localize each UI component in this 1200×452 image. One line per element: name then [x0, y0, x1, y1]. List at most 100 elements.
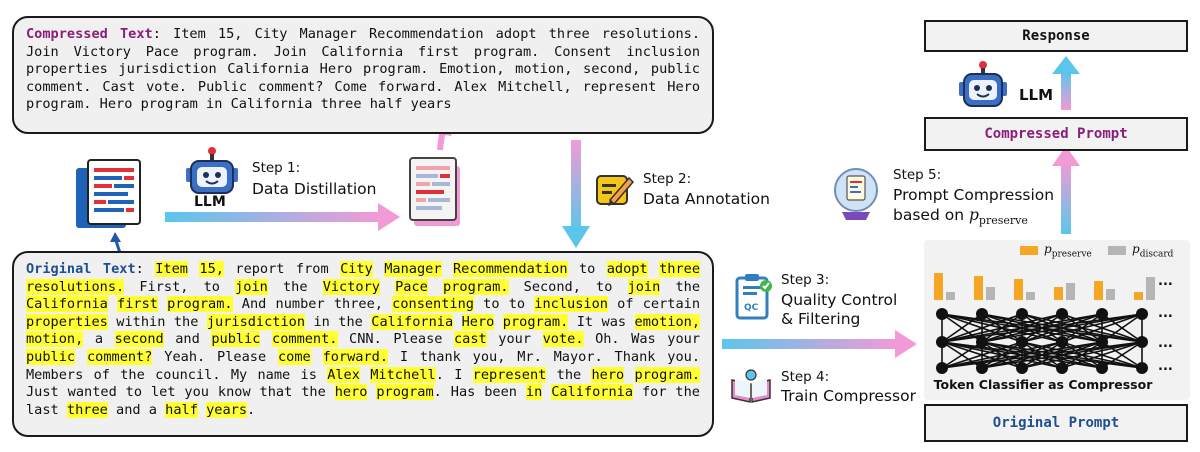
- plain-text: [108, 296, 117, 312]
- bar-discard: [1146, 277, 1155, 300]
- plain-text: [158, 296, 167, 312]
- network-node: [1096, 362, 1108, 374]
- step1-name: Data Distillation: [252, 180, 377, 198]
- network-edge: [981, 341, 1143, 369]
- bar-discard: [946, 291, 955, 300]
- highlighted-token: City: [340, 261, 373, 277]
- compressed-text-label: Compressed Text: [26, 26, 153, 42]
- plain-text: to to: [473, 296, 535, 313]
- plain-text: [542, 384, 551, 400]
- plain-text: Yeah. Please: [152, 348, 278, 365]
- prompt-compression-globe-icon: [832, 166, 880, 222]
- classifier-caption: Token Classifier as Compressor: [933, 377, 1153, 392]
- highlighted-token: represent: [472, 366, 547, 383]
- highlighted-token: Victory: [322, 278, 380, 295]
- plain-text: [648, 261, 659, 277]
- step5-name-line1: Prompt Compression: [893, 186, 1055, 204]
- highlighted-token: cast: [454, 331, 487, 348]
- compressed-text-box: Compressed Text: Item 15, City Manager R…: [12, 16, 714, 134]
- highlighted-token: California: [26, 296, 108, 313]
- bar-preserve: [1054, 286, 1063, 300]
- highlighted-token: half: [165, 401, 198, 418]
- bar-preserve: [974, 276, 983, 300]
- bar-preserve: [1094, 281, 1103, 300]
- plain-text: [494, 314, 502, 330]
- network-node: [936, 336, 948, 348]
- plain-text: in the: [305, 313, 372, 330]
- plain-text: . Has been: [433, 384, 526, 401]
- legend-discard-label: pdiscard: [1132, 242, 1174, 260]
- plain-text: and: [163, 331, 212, 348]
- network-edge: [941, 341, 1023, 369]
- network-edge: [941, 313, 1023, 343]
- highlighted-token: program.: [167, 296, 233, 313]
- bar-preserve: [934, 272, 943, 300]
- arrow-classifier-to-compressed: [1052, 146, 1080, 234]
- bar-discard: [1066, 282, 1075, 300]
- highlighted-token: jurisdiction: [206, 313, 306, 330]
- arrow-compressed-to-response: [1052, 56, 1080, 110]
- original-text-label: Original Text: [26, 261, 136, 277]
- plain-text: the: [546, 366, 592, 383]
- network-edge: [981, 313, 1143, 343]
- legend-preserve-swatch: [1020, 246, 1038, 255]
- highlighted-token: in: [525, 384, 543, 401]
- step2-name: Data Annotation: [643, 190, 770, 208]
- plain-text: [198, 402, 206, 418]
- highlighted-token: vote.: [542, 331, 584, 348]
- step4-name: Train Compressor: [781, 387, 916, 405]
- plain-text: [428, 279, 443, 295]
- highlighted-token: three: [659, 261, 700, 277]
- arrow-step3-4: [722, 330, 917, 358]
- highlighted-token: adopt: [606, 261, 648, 277]
- highlighted-token: 15,: [199, 261, 224, 277]
- highlighted-token: properties: [26, 313, 108, 330]
- plain-text: [442, 261, 453, 277]
- bar-chart: [930, 262, 1162, 300]
- distilled-document-icon: [408, 154, 464, 230]
- highlighted-token: motion,: [26, 331, 84, 348]
- token-classifier-panel: ppreserve pdiscard ... ... ... ... Token…: [924, 240, 1190, 400]
- highlighted-token: come: [277, 348, 311, 365]
- network-edge: [941, 341, 1063, 369]
- network-edge: [1061, 341, 1143, 369]
- highlighted-token: program.: [502, 313, 569, 330]
- qc-icon-text: QC: [744, 303, 759, 313]
- document-stack-icon: [74, 158, 144, 230]
- step1-llm-label: LLM: [194, 194, 226, 210]
- plain-text: [624, 367, 634, 383]
- highlighted-token: hero: [334, 384, 368, 401]
- step3-name-line2: & Filtering: [781, 310, 861, 328]
- legend-preserve-label: ppreserve: [1044, 242, 1092, 260]
- network-edge: [1101, 313, 1143, 343]
- highlighted-token: Alex: [327, 366, 360, 383]
- step1-title: Step 1:: [252, 160, 301, 176]
- network-edge: [1061, 313, 1143, 343]
- highlighted-token: inclusion: [534, 296, 608, 313]
- network-node: [1096, 336, 1108, 348]
- quality-control-clipboard-icon: QC: [734, 272, 774, 322]
- step2-title: Step 2:: [643, 171, 692, 187]
- plain-text: [75, 349, 87, 365]
- robot-icon: LLM: [182, 146, 242, 214]
- plain-text: [380, 279, 395, 295]
- network-edge: [941, 313, 983, 343]
- bar-discard: [1106, 288, 1115, 300]
- plain-text: And number three,: [232, 296, 393, 313]
- network-edge: [941, 313, 1143, 343]
- plain-text: of certain: [607, 296, 700, 313]
- bars-ellipsis: ...: [1158, 274, 1173, 289]
- highlighted-token: join: [627, 278, 661, 295]
- highlighted-token: hero: [591, 366, 625, 383]
- highlighted-token: program.: [634, 366, 701, 383]
- network-node: [936, 308, 948, 320]
- plain-text: .: [247, 401, 256, 418]
- net-ellipsis-mid: ...: [1158, 336, 1173, 351]
- compressed-text-body: Item 15, City Manager Recommendation ado…: [26, 26, 701, 113]
- plain-text: Second, to: [508, 278, 628, 295]
- plain-text: I thank you, Mr. Mayor. Thank you. Membe…: [26, 348, 701, 383]
- plain-text: within the: [107, 313, 207, 330]
- plain-text: the: [267, 278, 323, 295]
- plain-text: CNN. Please: [337, 331, 454, 348]
- plain-text: Just wanted to let you know that the: [26, 384, 335, 401]
